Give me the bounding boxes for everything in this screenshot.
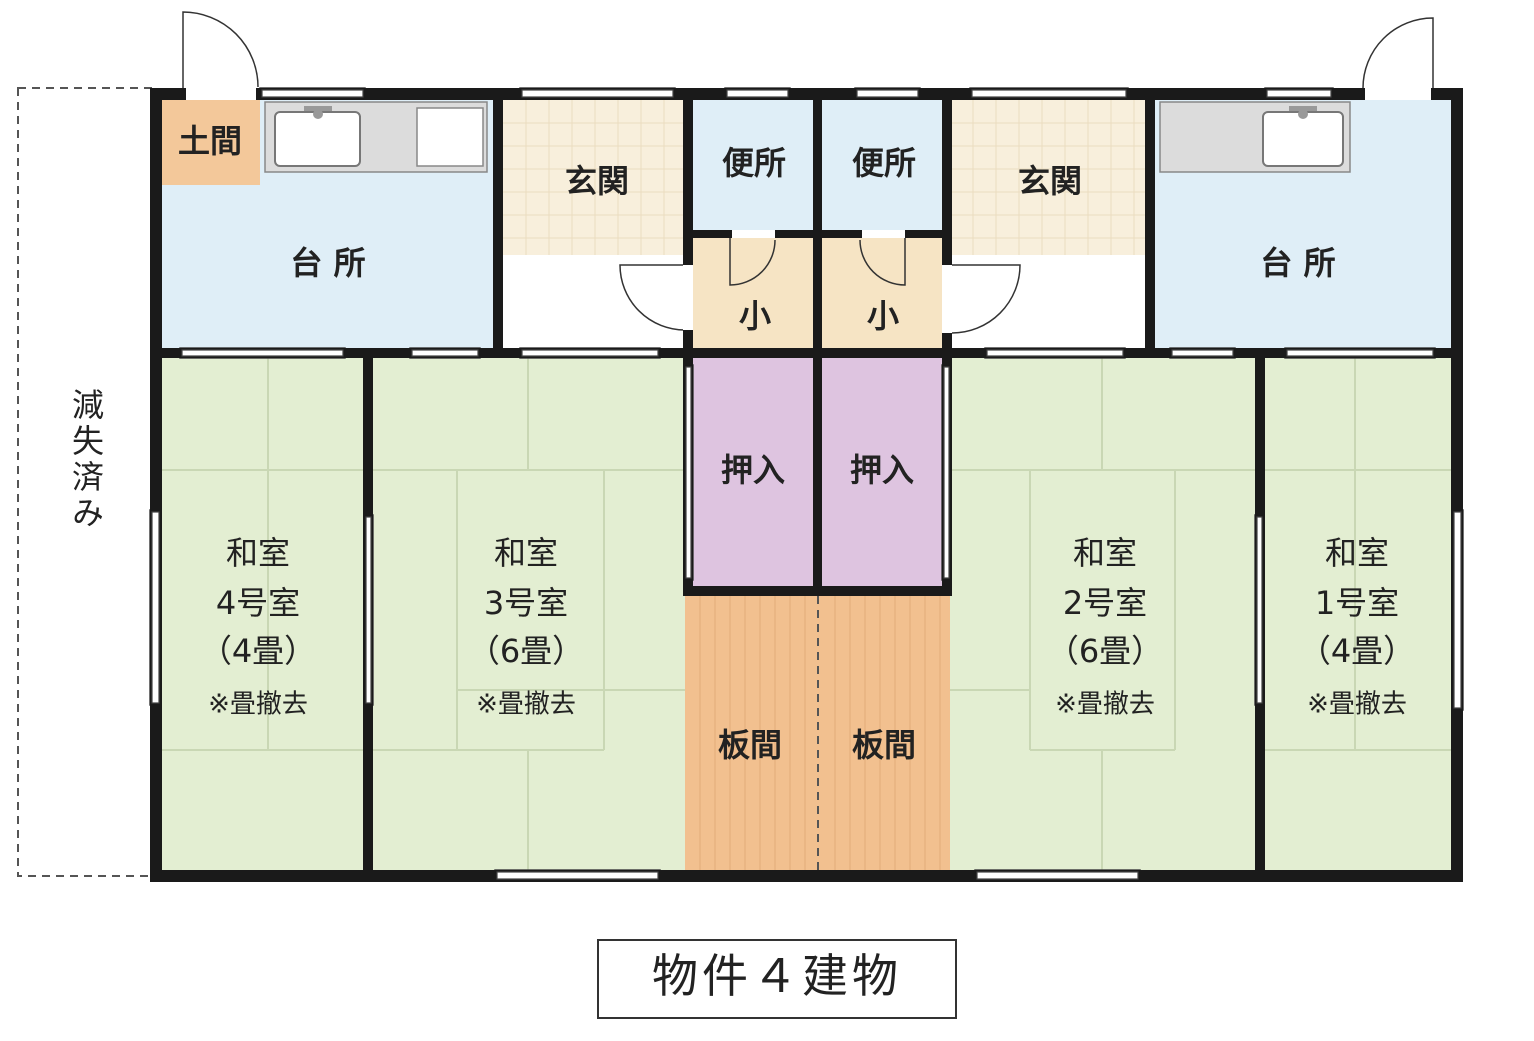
caption-box	[597, 939, 957, 1019]
toilet-right-floor	[822, 100, 942, 230]
oshiire-right-label: 押入	[850, 451, 914, 489]
demolished-area	[17, 87, 152, 877]
doma-label: 土間	[178, 122, 242, 160]
genkan-left-floor	[503, 100, 685, 255]
genkan-right-floor	[950, 100, 1145, 255]
demolished-label: 減失済み	[67, 388, 105, 532]
itama-right-label: 板間	[852, 726, 916, 764]
doma-floor-top	[160, 100, 260, 185]
tatami-lines	[160, 358, 1453, 870]
room-name: 和室	[1325, 534, 1389, 572]
oshiire-left-label: 押入	[721, 451, 785, 489]
genkan-tiles	[503, 100, 1145, 255]
small-right-label: 小	[867, 297, 899, 335]
room-size: （4畳）	[200, 632, 316, 670]
washitsu-1-floor	[1263, 358, 1453, 870]
door-openings	[186, 88, 1431, 333]
room-note: ※畳撤去	[476, 690, 576, 720]
room-number: 2号室	[1063, 584, 1147, 622]
genkan-right-label: 玄関	[1018, 162, 1082, 200]
oshiire-right-floor	[822, 358, 942, 588]
itama-grain	[699, 596, 941, 870]
caption-text: 物件４建物	[652, 949, 902, 1003]
door-swings	[182, 11, 1434, 334]
small-left-floor	[693, 238, 813, 350]
room-note: ※畳撤去	[208, 690, 308, 720]
window-frames	[151, 89, 1462, 880]
genkan-left-label: 玄関	[565, 162, 629, 200]
small-left-label: 小	[739, 297, 771, 335]
room-size: （6畳）	[468, 632, 584, 670]
room-number: 4号室	[216, 584, 300, 622]
oshiire-left-floor	[693, 358, 813, 588]
room-1-labels: 和室 1号室 （4畳） ※畳撤去	[1299, 534, 1415, 720]
room-3-labels: 和室 3号室 （6畳） ※畳撤去	[468, 534, 584, 720]
room-2-labels: 和室 2号室 （6畳） ※畳撤去	[1047, 534, 1163, 720]
room-note: ※畳撤去	[1307, 690, 1407, 720]
toilet-left-label: 便所	[722, 144, 786, 182]
room-name: 和室	[226, 534, 290, 572]
room-name: 和室	[494, 534, 558, 572]
toilet-left-floor	[693, 100, 813, 230]
room-size: （6畳）	[1047, 632, 1163, 670]
toilet-right-label: 便所	[852, 144, 916, 182]
sink-left-icon	[264, 101, 488, 173]
hall-right-floor	[950, 255, 1145, 350]
sink-right-icon	[1159, 101, 1351, 173]
itama-left-label: 板間	[718, 726, 782, 764]
small-right-floor	[822, 238, 942, 350]
room-4-labels: 和室 4号室 （4畳） ※畳撤去	[200, 534, 316, 720]
room-number: 3号室	[484, 584, 568, 622]
kitchen-right-label: 台 所	[1260, 244, 1335, 282]
room-size: （4畳）	[1299, 632, 1415, 670]
washitsu-4-floor	[160, 358, 365, 870]
hall-left-floor	[503, 255, 685, 350]
room-name: 和室	[1073, 534, 1137, 572]
room-number: 1号室	[1315, 584, 1399, 622]
kitchen-left-label: 台 所	[290, 244, 365, 282]
room-note: ※畳撤去	[1055, 690, 1155, 720]
